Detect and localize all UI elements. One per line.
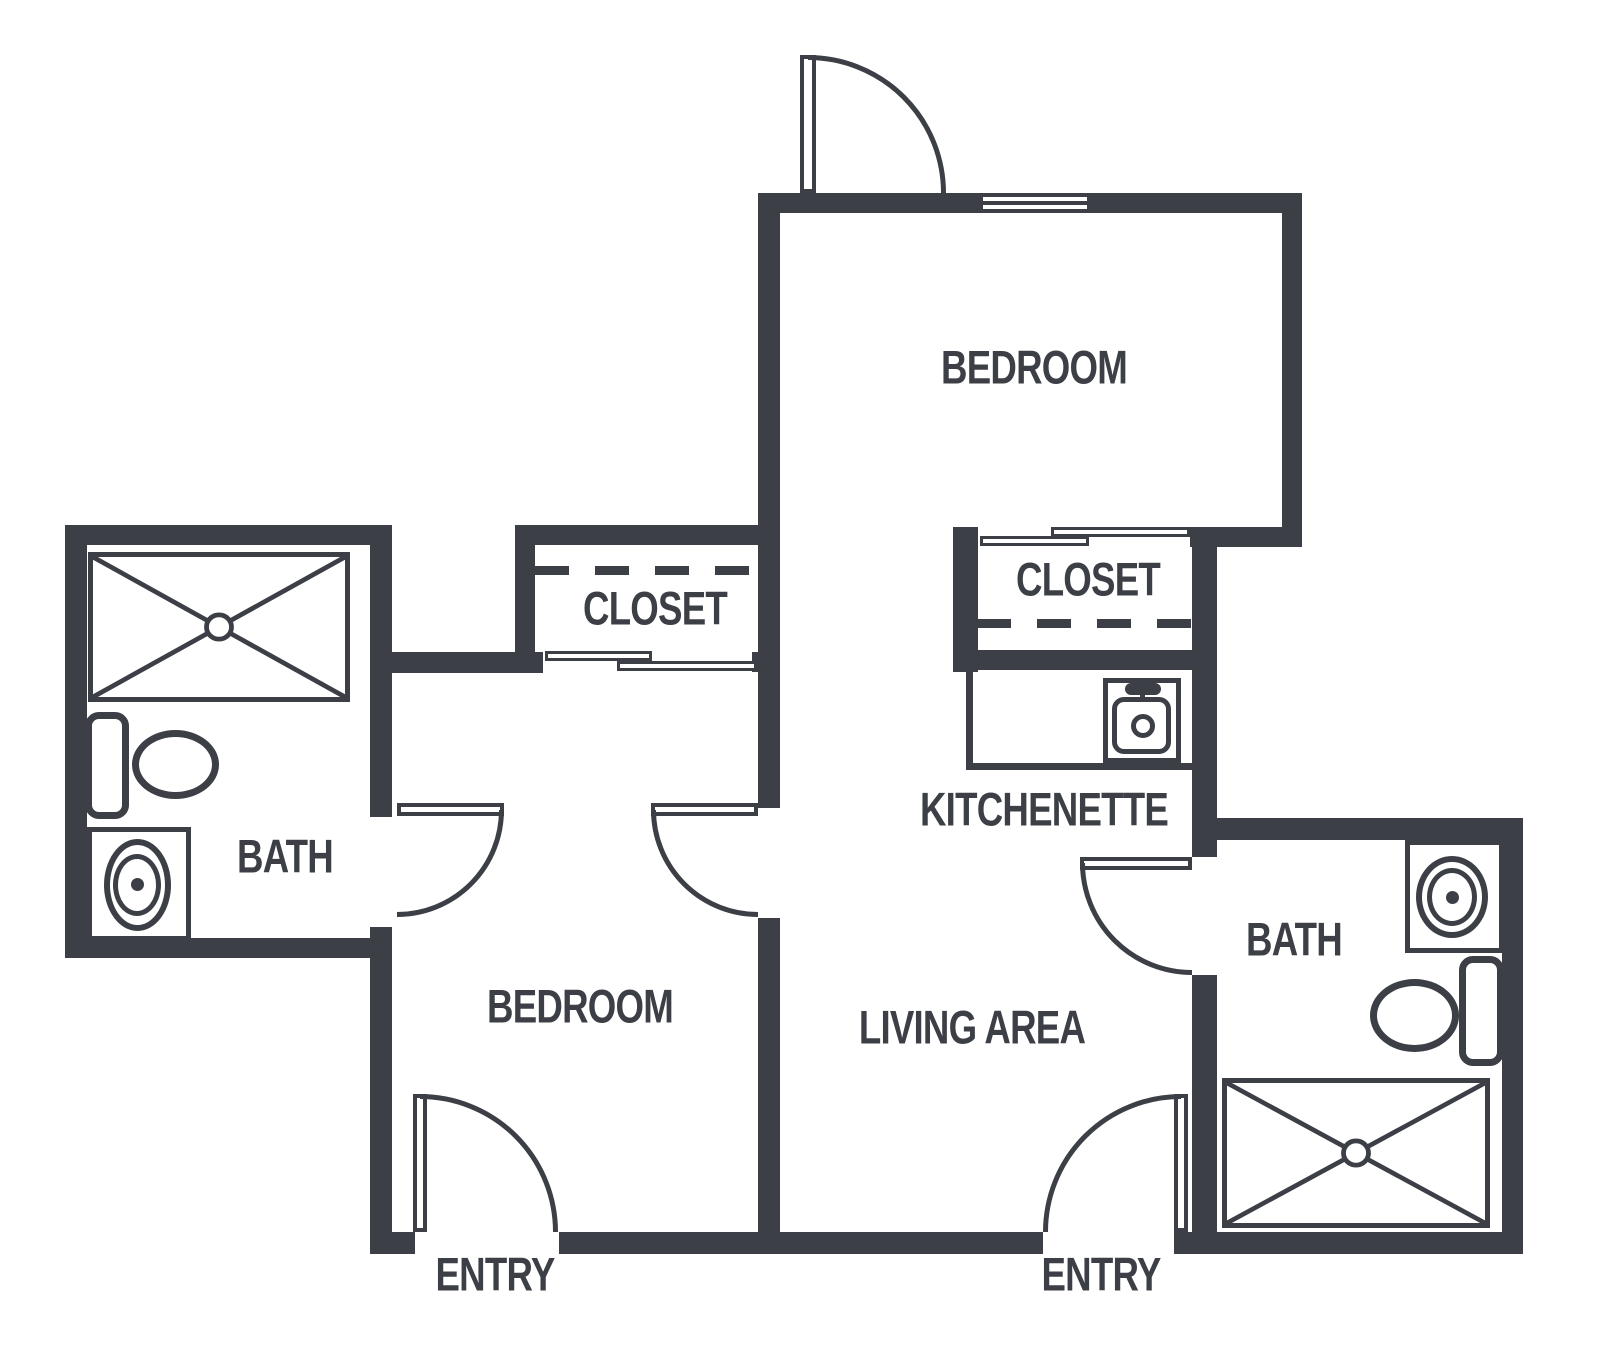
sliding-door-icon-closet-upper-b xyxy=(617,661,757,671)
wall-bedroom-east xyxy=(1282,193,1302,547)
shower-icon-right xyxy=(1222,1078,1490,1228)
toilet-bowl-icon-right xyxy=(1370,979,1459,1052)
wall-bedroom-top-right xyxy=(1087,193,1302,213)
wall-bath-left-bottom xyxy=(65,938,392,958)
wall-bottom-right xyxy=(1174,1232,1523,1254)
wall-bedroom-lower-west xyxy=(370,927,392,1254)
wall-closet-lower-west xyxy=(953,527,978,672)
kitchen-drain-icon xyxy=(1131,714,1155,738)
room-label-bedroom-top: BEDROOM xyxy=(941,340,1128,394)
wall-divider-lower xyxy=(758,918,780,1254)
kitchenette-counter-front-edge xyxy=(966,763,1217,770)
room-label-bedroom-lower: BEDROOM xyxy=(487,979,674,1033)
room-label-bath-right: BATH xyxy=(1246,912,1343,966)
wall-bath-left-east xyxy=(370,525,392,817)
closet-rod-icon-upper xyxy=(535,566,760,575)
shower-icon-left xyxy=(88,552,350,702)
wall-bedroom-lower-top xyxy=(392,652,543,673)
sliding-door-icon-closet-upper-a xyxy=(545,651,652,661)
wall-divider-right-upper xyxy=(1192,527,1217,857)
wall-bath-left-west xyxy=(65,525,87,958)
wall-closet-upper-top xyxy=(515,525,762,545)
sink-drain-icon-left xyxy=(131,878,144,891)
toilet-tank-icon-left xyxy=(85,712,129,819)
toilet-bowl-icon-left xyxy=(132,730,219,799)
room-label-closet-upper: CLOSET xyxy=(582,581,728,635)
wall-closet-upper-west xyxy=(515,525,535,672)
room-label-bath-left: BATH xyxy=(237,829,334,883)
wall-divider-right-lower xyxy=(1192,975,1217,1254)
sink-drain-icon-right xyxy=(1446,891,1459,904)
window-icon xyxy=(983,193,1087,213)
toilet-tank-icon-right xyxy=(1459,956,1504,1066)
shower-x-lines xyxy=(93,557,345,697)
shower-x-lines xyxy=(1227,1083,1485,1223)
door-swing-icon-entry-left xyxy=(420,1094,558,1232)
closet-rod-icon-lower xyxy=(977,619,1195,628)
wall-bath-right-east xyxy=(1502,818,1523,1254)
room-label-living-area: LIVING AREA xyxy=(858,1000,1086,1054)
sliding-door-icon-closet-lower-b xyxy=(1051,527,1190,537)
room-label-kitchenette: KITCHENETTE xyxy=(919,782,1169,836)
wall-divider-upper xyxy=(758,193,780,808)
wall-bedroom-bottom-right xyxy=(1190,527,1302,547)
wall-bedroom-top-left xyxy=(758,193,983,213)
kitchenette-counter-left-edge xyxy=(966,670,973,770)
kitchen-faucet-icon xyxy=(1125,683,1161,695)
room-label-closet-lower: CLOSET xyxy=(1015,552,1161,606)
door-swing-icon-bath-left xyxy=(397,810,504,917)
wall-closet-lower-bottom xyxy=(953,650,1217,670)
sliding-door-icon-closet-lower-a xyxy=(980,536,1089,546)
wall-bath-left-top xyxy=(65,525,392,545)
room-label-entry-right: ENTRY xyxy=(1041,1247,1162,1301)
wall-closet-upper-bottom-post xyxy=(752,652,780,672)
wall-bath-right-top xyxy=(1217,818,1504,840)
wall-bottom-middle xyxy=(559,1232,1043,1254)
room-label-entry-left: ENTRY xyxy=(435,1247,556,1301)
sink-basin-inner-icon-left xyxy=(113,854,161,916)
